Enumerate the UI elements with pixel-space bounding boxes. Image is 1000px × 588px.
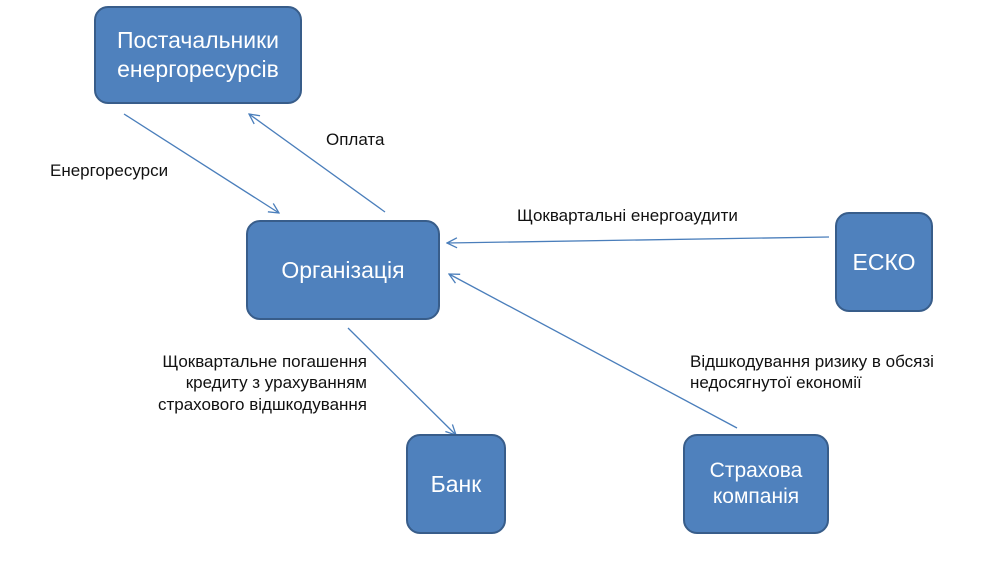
- node-organization: Організація: [246, 220, 440, 320]
- label-loan-repayment: Щоквартальне погашення кредиту з урахува…: [158, 351, 367, 415]
- label-payment: Оплата: [326, 130, 385, 149]
- node-esco: ЕСКО: [835, 212, 933, 312]
- arrow-energy-resources: [123, 113, 279, 213]
- label-loan-repayment-line-3: страхового відшкодування: [157, 394, 367, 414]
- label-risk-compensation-line-2: недосягнутої економії: [690, 373, 862, 393]
- label-risk-compensation-line-1: Відшкодування ризику в обсязі: [690, 352, 934, 371]
- label-loan-repayment-line-1: Щоквартальне погашення: [162, 352, 367, 371]
- label-energy-resources: Енергоресурси: [50, 161, 169, 180]
- node-suppliers: Постачальники енергоресурсів: [94, 6, 302, 104]
- arrow-risk-compensation: [449, 274, 738, 429]
- arrow-loan-repayment: [347, 327, 456, 435]
- arrow-quarterly-audits: [447, 236, 830, 243]
- node-insurance: Страхова компанія: [683, 434, 829, 534]
- node-bank: Банк: [406, 434, 506, 534]
- arrow-payment: [249, 114, 386, 213]
- label-risk-compensation: Відшкодування ризику в обсязі недосягнут…: [690, 351, 934, 394]
- label-quarterly-audits: Щоквартальні енергоаудити: [517, 206, 738, 225]
- label-loan-repayment-line-2: кредиту з урахуванням: [185, 373, 367, 393]
